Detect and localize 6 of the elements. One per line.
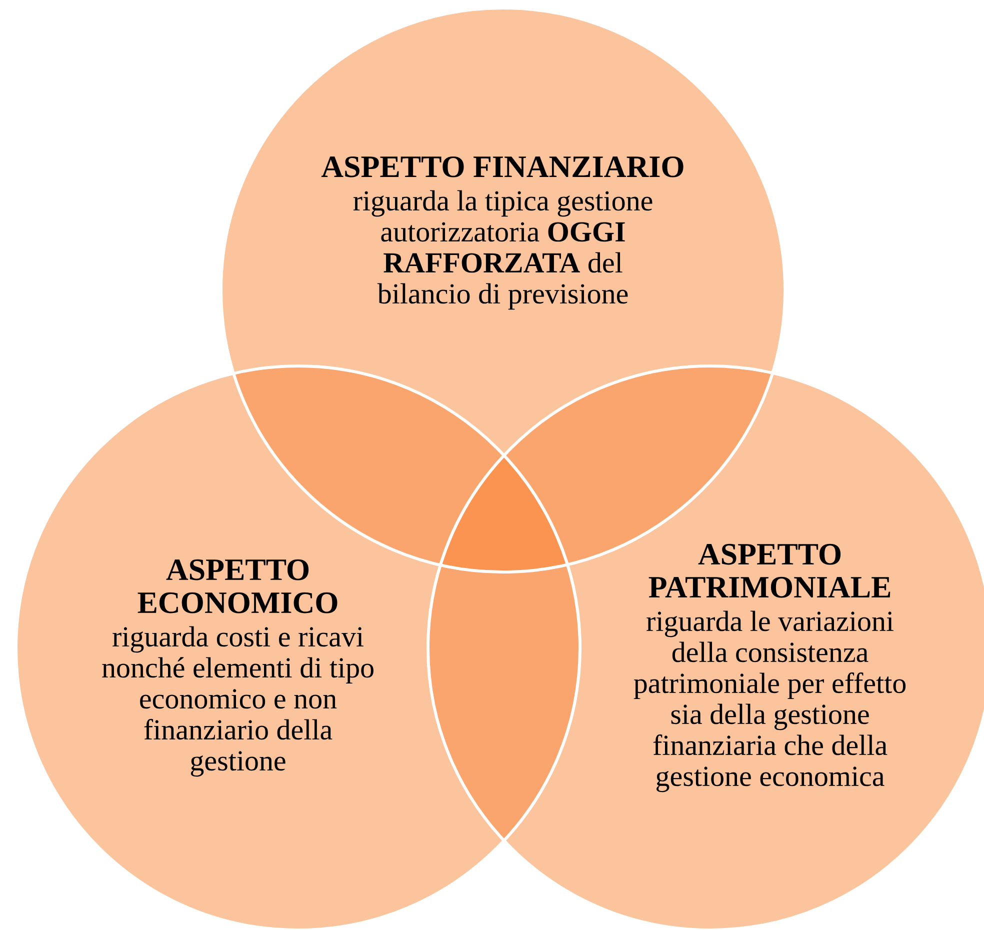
heading: ASPETTO ECONOMICO [138,559,338,614]
heading: ASPETTO PATRIMONIALE [648,544,890,598]
description: riguarda la tipica gestione autorizzatoria OGGI RAFFORZATA del bilancio di previsione [353,190,652,310]
heading: ASPETTO FINANZIARIO [321,156,684,178]
description: riguarda costi e ricavi nonché elementi di tipo economico e non finanziario della gestione [102,626,374,777]
description: riguarda le variazioni della consistenza patrimoniale per effetto sia della gestione finanziaria che della gestione economica [634,610,906,792]
